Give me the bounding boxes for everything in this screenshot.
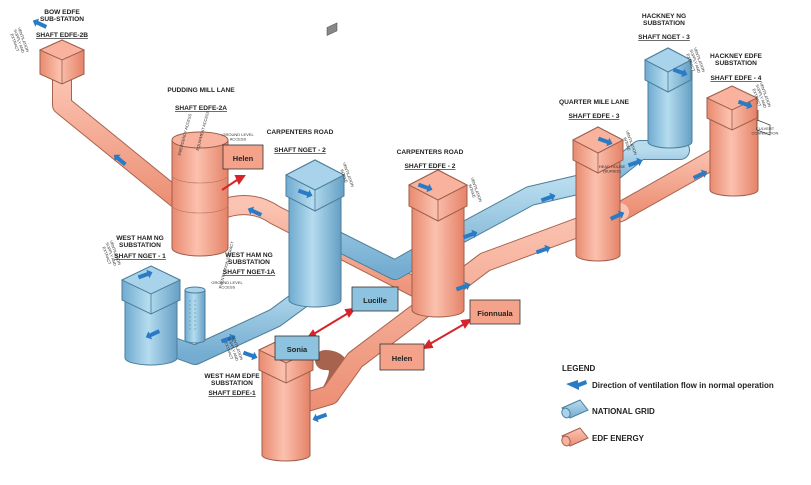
shaft-id-quarter: SHAFT EDFE - 3 [569,113,620,120]
flow-arrow-1 [113,154,127,167]
legend-title: LEGEND [562,364,596,373]
station-name-quarter: QUARTER MILE LANE [559,99,630,106]
flow-arrow-16 [692,169,708,180]
box-fionnuala-label: Fionnuala [477,309,513,318]
shaft-id-hackney_edf: SHAFT EDFE - 4 [711,75,762,82]
shaft-bow-edfe-2b [38,39,86,85]
shaft-id-carp_edf: SHAFT EDFE - 2 [405,163,456,170]
shaft-id-wh_ng1a: SHAFT NGET-1A [223,269,276,276]
flow-arrow-15 [609,210,625,221]
box-helen-bottom: Helen [379,343,425,371]
station-name-carp_edf: CARPENTERS ROAD [397,149,464,156]
flow-arrow-11 [540,192,556,203]
flow-arrow-3 [297,188,313,199]
flow-arrow-18 [137,269,153,280]
shaft-west-ham-nget-1a [184,286,206,344]
flow-arrow-10 [462,229,478,240]
flow-arrow-14 [535,244,551,255]
flow-arrow-2 [247,206,263,217]
flow-arrow-9 [220,333,236,344]
flow-arrow-5 [597,136,613,147]
box-fionnuala: Fionnuala [469,299,521,325]
box-sonia-label: Sonia [287,345,308,354]
shaft-hackney-edfe-4 [705,85,771,197]
shaft-id-carp_ng: SHAFT NGET - 2 [274,147,326,154]
side-note-bow: VENTILATIONSUPPLY ANDEXTRACT [8,26,30,55]
flow-arrow-6 [672,67,688,78]
legend-ng-swatch [561,399,589,419]
shaft-quarter-mile-edfe-3 [571,126,625,262]
side-note-carp_edf: VENTILATIONINTAKE [465,176,483,204]
box-lucille: Lucille [351,286,399,312]
shaft-id-hackney_ng: SHAFT NGET - 3 [638,34,690,41]
station-name-carp_ng: CARPENTERS ROAD [267,129,334,136]
note-quarter: HEAD HOUSE(BURIED) [599,164,626,174]
shaft-id-bow: SHAFT EDFE-2B [36,32,88,39]
box-sonia: Sonia [274,335,320,361]
flow-arrow-8 [145,329,161,340]
shaft-id-pudding: SHAFT EDFE-2A [175,105,227,112]
flow-arrow-19 [242,350,258,361]
shaft-id-wh_edf1: SHAFT EDFE-1 [208,390,256,397]
box-helen-top: Helen [222,144,264,170]
flow-arrows [32,18,753,423]
flow-arrow-4 [417,182,433,193]
legend-ng-text: NATIONAL GRID [592,407,655,416]
flow-arrow-7 [737,99,753,110]
legend: LEGEND Direction of ventilation flow in … [561,364,774,447]
station-name-pudding: PUDDING MILL LANE [167,87,235,94]
shaft-carpenters-edfe-2 [407,169,469,318]
shaft-carpenters-nget-2 [284,22,346,308]
legend-flow-text: Direction of ventilation flow in normal … [592,381,774,390]
side-note-hackney_ng: VENTILATIONSUPPLY ANDEXTRACT [684,46,706,75]
legend-edf-text: EDF ENERGY [592,434,645,443]
shaft-pudding-mill-edfe-2a [171,131,229,257]
box-helen-bottom-label: Helen [392,354,413,363]
shaft-west-ham-nget-1 [120,265,182,366]
box-helen-top-label: Helen [233,154,254,163]
shaft-hackney-nget-3 [643,47,693,149]
flow-arrow-17 [312,412,328,423]
legend-flow-icon [566,380,587,390]
flow-arrow-13 [455,281,471,292]
legend-edf-swatch [561,427,589,447]
box-lucille-label: Lucille [363,296,387,305]
flow-arrow-0 [32,18,48,29]
shaft-id-wh_ng1: SHAFT NGET - 1 [114,253,166,260]
flow-arrow-12 [627,157,643,168]
